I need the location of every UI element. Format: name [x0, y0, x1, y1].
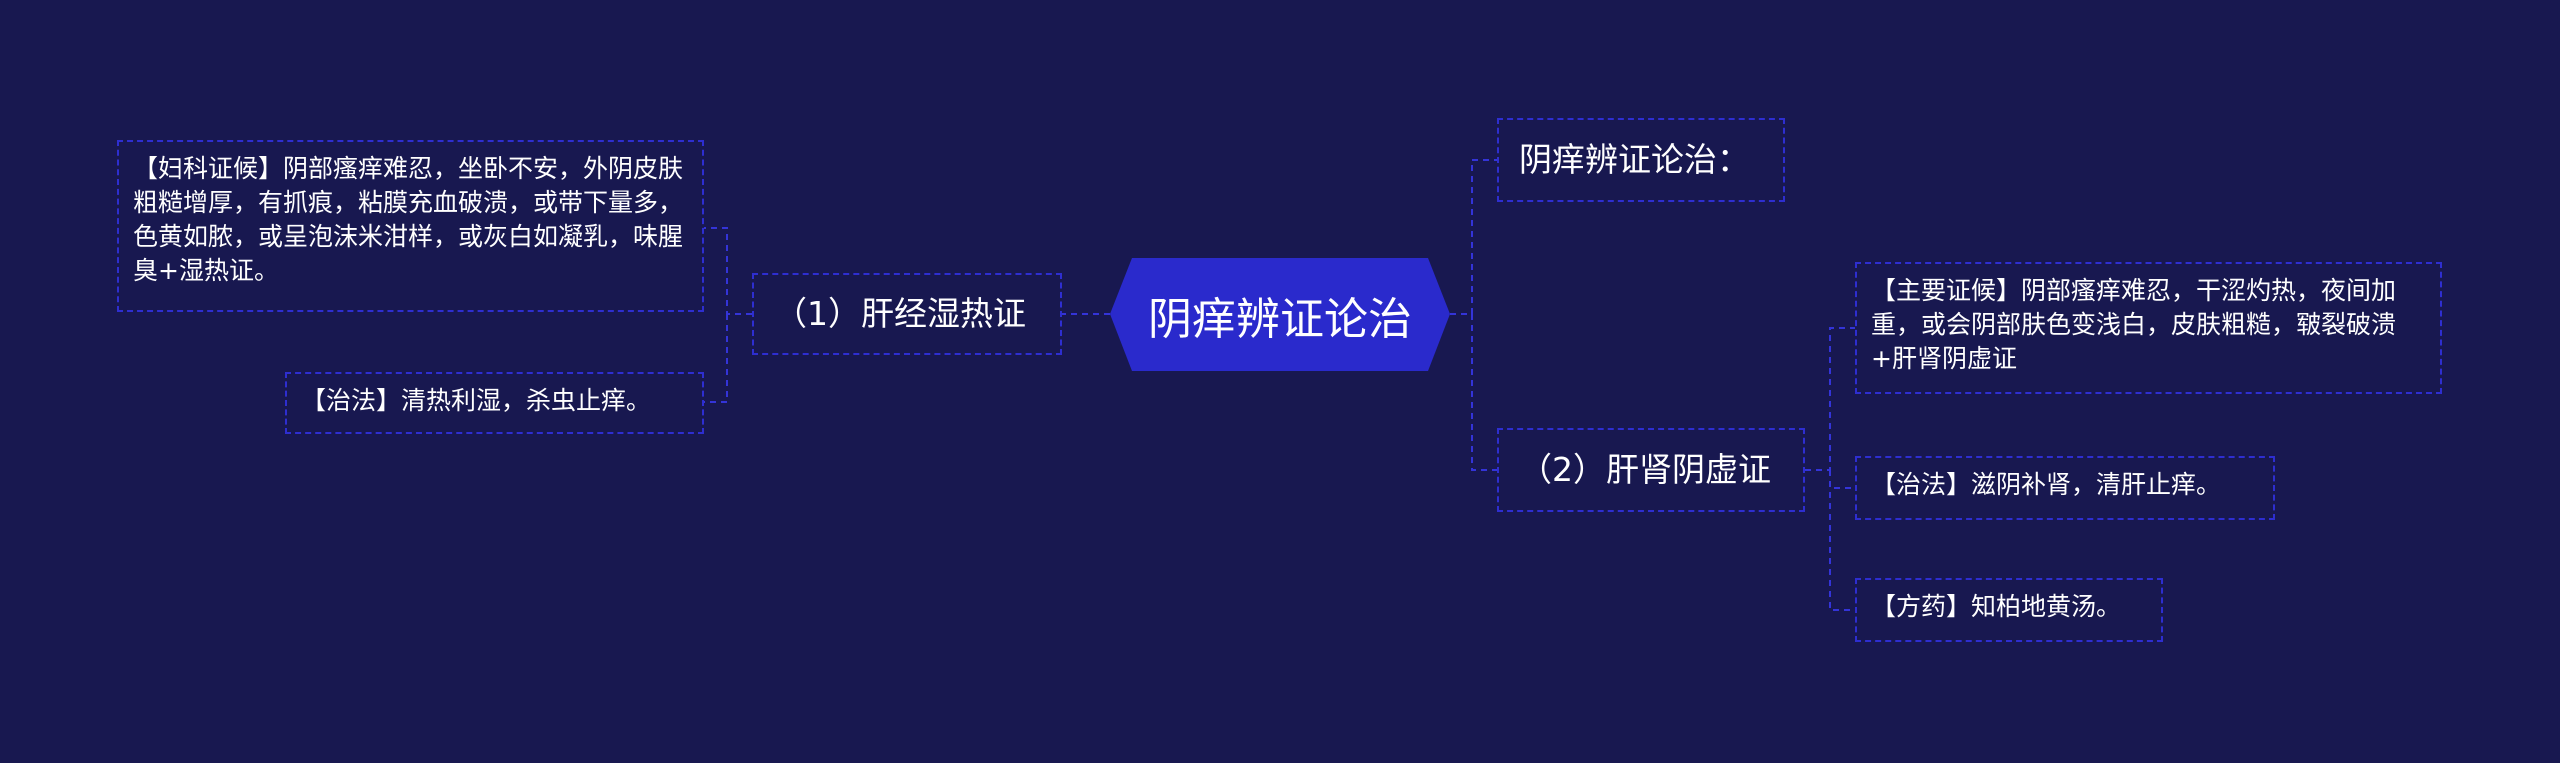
connector-right-leaf-3 [1829, 470, 1855, 611]
node-intro-title-label: 阴痒辨证论治： [1519, 140, 1750, 179]
branch-liver-damp-heat[interactable]: （1）肝经湿热证 [752, 273, 1062, 355]
leaf-prescription-text: 【方药】知柏地黄汤。 [1871, 592, 2122, 621]
connector-right-leaf-1 [1805, 327, 1855, 471]
leaf-right-treatment[interactable]: 【治法】滋阴补肾，清肝止痒。 [1855, 456, 2275, 520]
leaf-main-symptoms-text: 【主要证候】阴部瘙痒难忍，干涩灼热，夜间加重，或会阴部肤色变浅白，皮肤粗糙，皲裂… [1871, 276, 2397, 373]
leaf-left-treatment[interactable]: 【治法】清热利湿，杀虫止痒。 [285, 372, 704, 434]
connector-root-right-branch [1471, 314, 1497, 471]
branch-liver-kidney-yin-deficiency-label: （2）肝肾阴虚证 [1519, 450, 1771, 489]
leaf-prescription[interactable]: 【方药】知柏地黄汤。 [1855, 578, 2163, 642]
leaf-right-treatment-text: 【治法】滋阴补肾，清肝止痒。 [1871, 470, 2222, 499]
leaf-gynecology-symptoms-text: 【妇科证候】阴部瘙痒难忍，坐卧不安，外阴皮肤粗糙增厚，有抓痕，粘膜充血破溃，或带… [133, 154, 684, 285]
connector-right-leaf-2 [1829, 470, 1855, 489]
leaf-gynecology-symptoms[interactable]: 【妇科证候】阴部瘙痒难忍，坐卧不安，外阴皮肤粗糙增厚，有抓痕，粘膜充血破溃，或带… [117, 140, 704, 312]
connector-root-right [1450, 159, 1497, 315]
branch-liver-damp-heat-label: （1）肝经湿热证 [774, 294, 1026, 333]
node-intro-title[interactable]: 阴痒辨证论治： [1497, 118, 1785, 202]
connector-left-leaf-1 [704, 227, 752, 315]
branch-liver-kidney-yin-deficiency[interactable]: （2）肝肾阴虚证 [1497, 428, 1805, 512]
connector-left-leaf-2 [704, 314, 728, 403]
root-hexagon-shape [1110, 258, 1450, 371]
root-label: 阴痒辨证论治 [1148, 293, 1412, 345]
leaf-main-symptoms[interactable]: 【主要证候】阴部瘙痒难忍，干涩灼热，夜间加重，或会阴部肤色变浅白，皮肤粗糙，皲裂… [1855, 262, 2442, 394]
root-node[interactable]: 阴痒辨证论治 [1110, 258, 1450, 371]
leaf-left-treatment-text: 【治法】清热利湿，杀虫止痒。 [301, 386, 652, 415]
